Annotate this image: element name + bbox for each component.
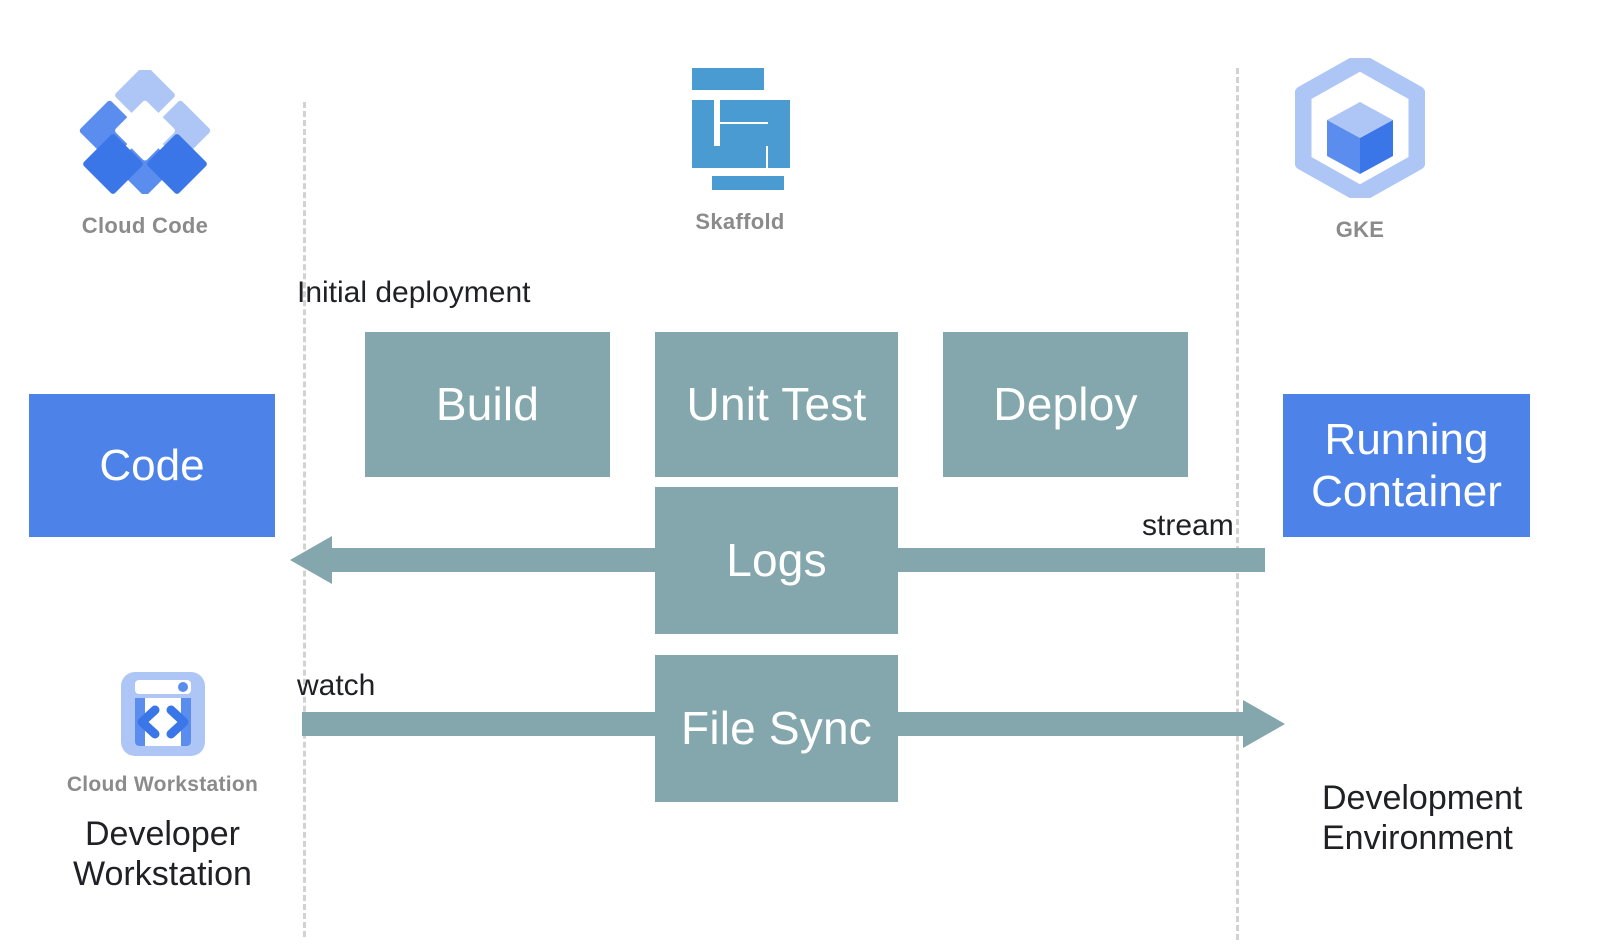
development-environment-line-2: Environment <box>1322 819 1513 858</box>
gke-icon <box>1294 53 1426 203</box>
running-container-line-1: Running <box>1324 414 1489 464</box>
cloud-code-icon <box>65 65 225 199</box>
label-development-environment: Development Environment <box>1322 778 1582 858</box>
stage-box-build[interactable]: Build <box>365 332 610 477</box>
cloud-code-caption: Cloud Code <box>81 213 209 238</box>
stage-box-file-sync[interactable]: File Sync <box>655 655 898 802</box>
label-initial-deployment: Initial deployment <box>297 276 531 309</box>
cloud-code-logo-block: Cloud Code <box>40 65 250 239</box>
development-environment-line-1: Development <box>1322 779 1523 817</box>
skaffold-icon <box>680 66 800 198</box>
developer-workstation-line-2: Workstation <box>73 855 252 894</box>
skaffold-caption: Skaffold <box>695 209 785 234</box>
skaffold-logo-block: Skaffold <box>640 66 840 235</box>
cloud-workstation-logo-block: Cloud Workstation <box>55 668 270 797</box>
gke-logo-block: GKE <box>1260 53 1460 243</box>
boundary-line-developer-workstation <box>303 102 306 937</box>
running-container-line-2: Container <box>1311 466 1502 516</box>
stage-box-unit-test[interactable]: Unit Test <box>655 332 898 477</box>
gke-caption: GKE <box>1335 217 1385 242</box>
endpoint-box-code[interactable]: Code <box>29 394 275 537</box>
developer-workstation-line-1: Developer <box>85 815 240 853</box>
label-watch: watch <box>297 669 376 702</box>
label-developer-workstation: Developer Workstation <box>55 814 270 894</box>
label-stream: stream <box>1142 509 1234 542</box>
stage-box-logs[interactable]: Logs <box>655 487 898 634</box>
cloud-workstation-caption: Cloud Workstation <box>66 773 259 796</box>
endpoint-box-running-container[interactable]: Running Container <box>1283 394 1530 537</box>
cloud-workstation-icon <box>115 668 211 765</box>
stage-box-deploy[interactable]: Deploy <box>943 332 1188 477</box>
boundary-line-development-environment <box>1236 68 1239 940</box>
